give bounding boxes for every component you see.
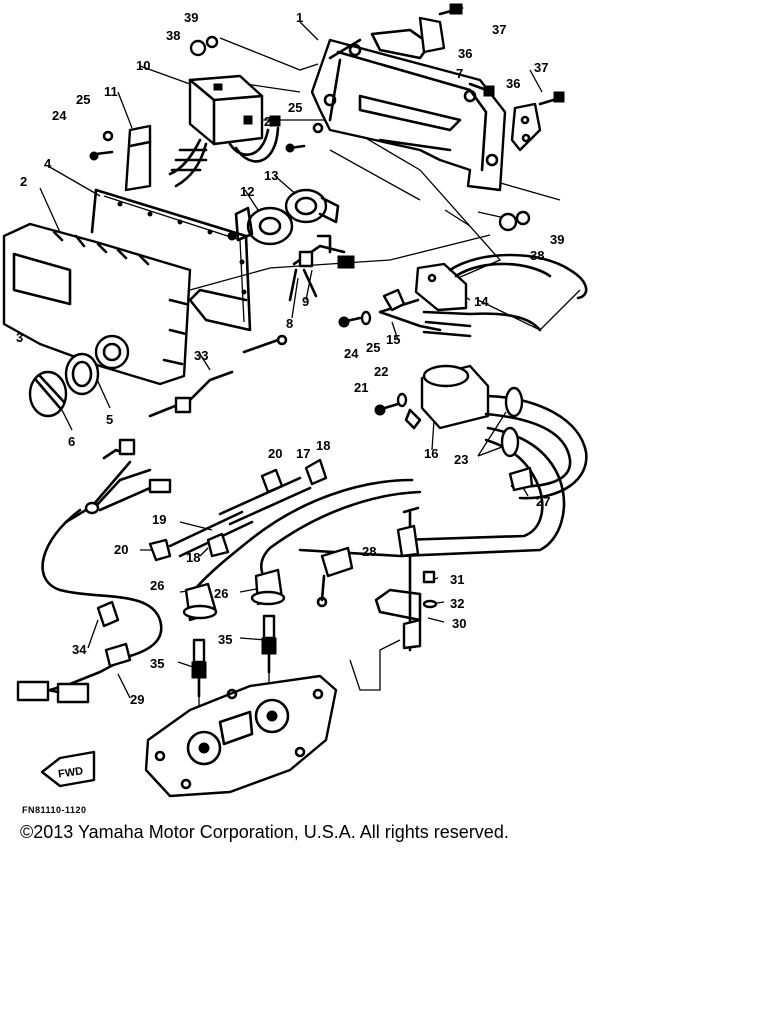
callout-28: 28 <box>362 544 376 559</box>
bracket-30 <box>316 506 438 652</box>
badge-text: FWD <box>57 765 84 780</box>
leader-lines <box>21 21 581 699</box>
callout-2: 2 <box>20 174 27 189</box>
callout-36b: 36 <box>506 76 520 91</box>
callout-37b: 37 <box>534 60 548 75</box>
callout-31: 31 <box>450 572 464 587</box>
callout-22: 22 <box>374 364 388 379</box>
callout-12: 12 <box>240 184 254 199</box>
rectifier-bracket <box>89 122 324 192</box>
callout-25b: 25 <box>288 100 302 115</box>
connector-8-9 <box>288 234 355 302</box>
callout-32: 32 <box>450 596 464 611</box>
wire-harness <box>16 438 172 704</box>
spark-plug-wires <box>148 458 422 590</box>
ignition-coil-16 <box>298 364 588 558</box>
callout-29: 29 <box>130 692 144 707</box>
callout-26a: 26 <box>150 578 164 593</box>
callout-25c: 25 <box>366 340 380 355</box>
callout-7: 7 <box>456 66 463 81</box>
callout-labels: 1 2 3 4 5 6 7 8 9 10 11 12 13 14 15 16 1… <box>16 10 564 707</box>
callout-38a: 38 <box>166 28 180 43</box>
lead-wire-33 <box>148 334 288 418</box>
callout-3: 3 <box>16 330 23 345</box>
callout-1: 1 <box>296 10 303 25</box>
callout-24c: 24 <box>344 346 359 361</box>
callout-23: 23 <box>454 452 468 467</box>
callout-34: 34 <box>72 642 87 657</box>
callout-20b: 20 <box>114 542 128 557</box>
callout-11: 11 <box>104 84 118 99</box>
bolts-24-25 <box>338 310 408 416</box>
callout-19: 19 <box>152 512 166 527</box>
callout-39b: 39 <box>550 232 564 247</box>
cylinder-head <box>144 674 338 798</box>
cdi-unit <box>168 74 281 188</box>
grommet-and-cap <box>28 352 100 418</box>
callout-38b: 38 <box>530 248 544 263</box>
plug-caps <box>182 568 286 622</box>
callout-6: 6 <box>68 434 75 449</box>
callout-14: 14 <box>474 294 489 309</box>
pulser-coil <box>227 206 294 246</box>
callout-10: 10 <box>136 58 150 73</box>
callout-39a: 39 <box>184 10 198 25</box>
callout-36a: 36 <box>458 46 472 61</box>
callout-27: 27 <box>536 494 550 509</box>
figure-code: FN81110-1120 <box>22 805 87 815</box>
copyright-notice: ©2013 Yamaha Motor Corporation, U.S.A. A… <box>20 822 509 842</box>
callout-33: 33 <box>194 348 208 363</box>
callout-21: 21 <box>354 380 368 395</box>
ignition-coil-14 <box>378 253 588 338</box>
callout-4: 4 <box>44 156 52 171</box>
callout-16: 16 <box>424 446 438 461</box>
callout-35a: 35 <box>218 632 232 647</box>
callout-30: 30 <box>452 616 466 631</box>
electrical-cover <box>2 222 192 386</box>
callout-26b: 26 <box>214 586 228 601</box>
callout-37a: 37 <box>492 22 506 37</box>
callout-24a: 24 <box>52 108 67 123</box>
callout-35b: 35 <box>150 656 164 671</box>
bracket-plate <box>310 28 507 192</box>
callout-17: 17 <box>296 446 310 461</box>
callout-8: 8 <box>286 316 293 331</box>
callout-20a: 20 <box>268 446 282 461</box>
callout-18a: 18 <box>316 438 330 453</box>
forward-badge: FWD <box>40 750 96 788</box>
callout-18b: 18 <box>186 550 200 565</box>
callout-25a: 25 <box>76 92 90 107</box>
callout-24b: 24 <box>264 114 279 129</box>
callout-15: 15 <box>386 332 400 347</box>
lighting-coil <box>284 188 340 224</box>
callout-9: 9 <box>302 294 309 309</box>
fasteners-upper-right <box>189 3 565 232</box>
callout-5: 5 <box>106 412 113 427</box>
callout-13: 13 <box>264 168 278 183</box>
